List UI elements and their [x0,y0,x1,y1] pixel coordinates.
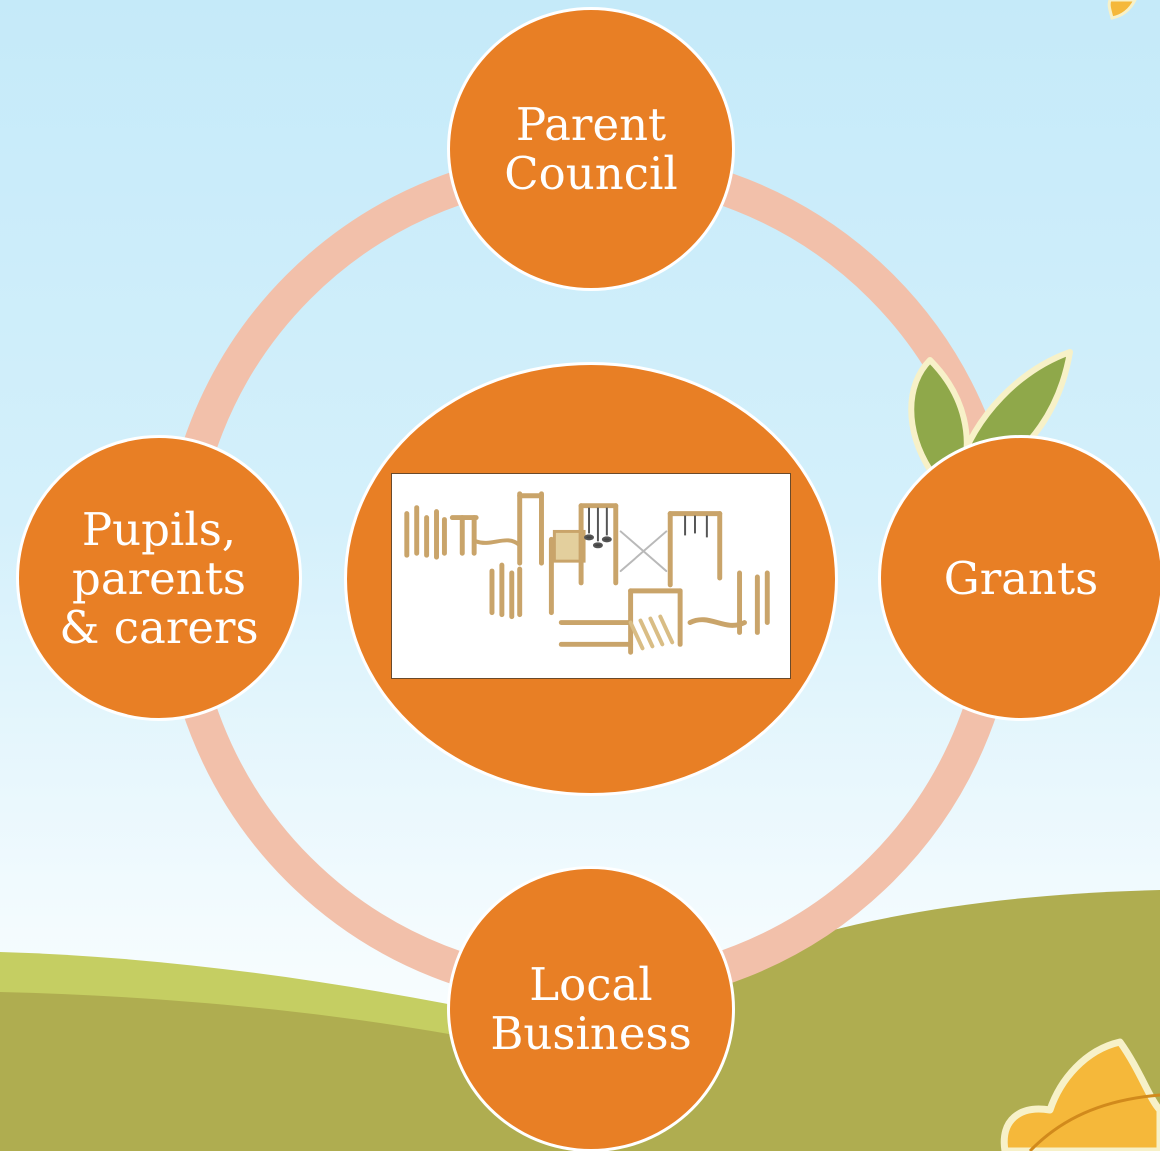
node-label: Local Business [490,958,692,1060]
playground-equipment-image [391,473,791,679]
node-grants: Grants [878,435,1160,721]
node-label: Parent Council [504,98,678,200]
node-label: Grants [943,551,1099,605]
node-parent-council: Parent Council [447,7,735,291]
right-hill [600,890,1160,1151]
yellow-leaf-icon [1000,1038,1160,1151]
node-label: Pupils, parents & carers [59,502,259,654]
node-local-business: Local Business [447,866,735,1151]
playground-illustration [404,491,770,655]
node-pupils-parents-carers: Pupils, parents & carers [16,435,302,721]
yellow-leaf-corner-icon [1107,0,1137,20]
